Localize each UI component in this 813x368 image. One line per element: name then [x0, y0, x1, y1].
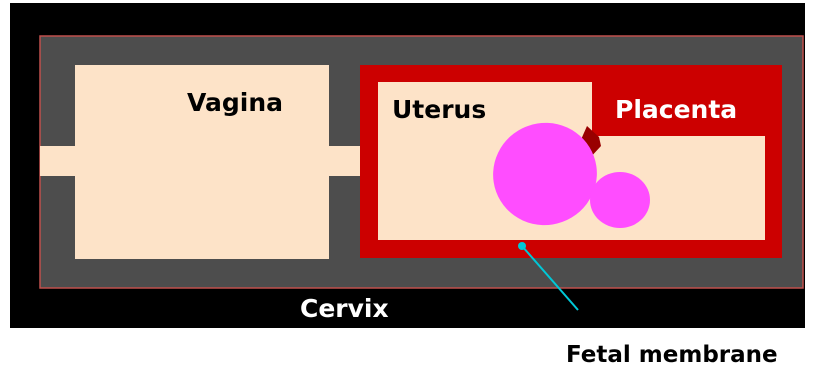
cervix-label: Cervix [300, 294, 389, 323]
fetal-membrane-pointer-dot [518, 242, 526, 250]
placenta-label: Placenta [615, 95, 737, 124]
fetal-membrane-label: Fetal membrane [566, 342, 778, 368]
uterus-label: Uterus [392, 95, 486, 124]
vagina-label: Vagina [187, 88, 283, 117]
